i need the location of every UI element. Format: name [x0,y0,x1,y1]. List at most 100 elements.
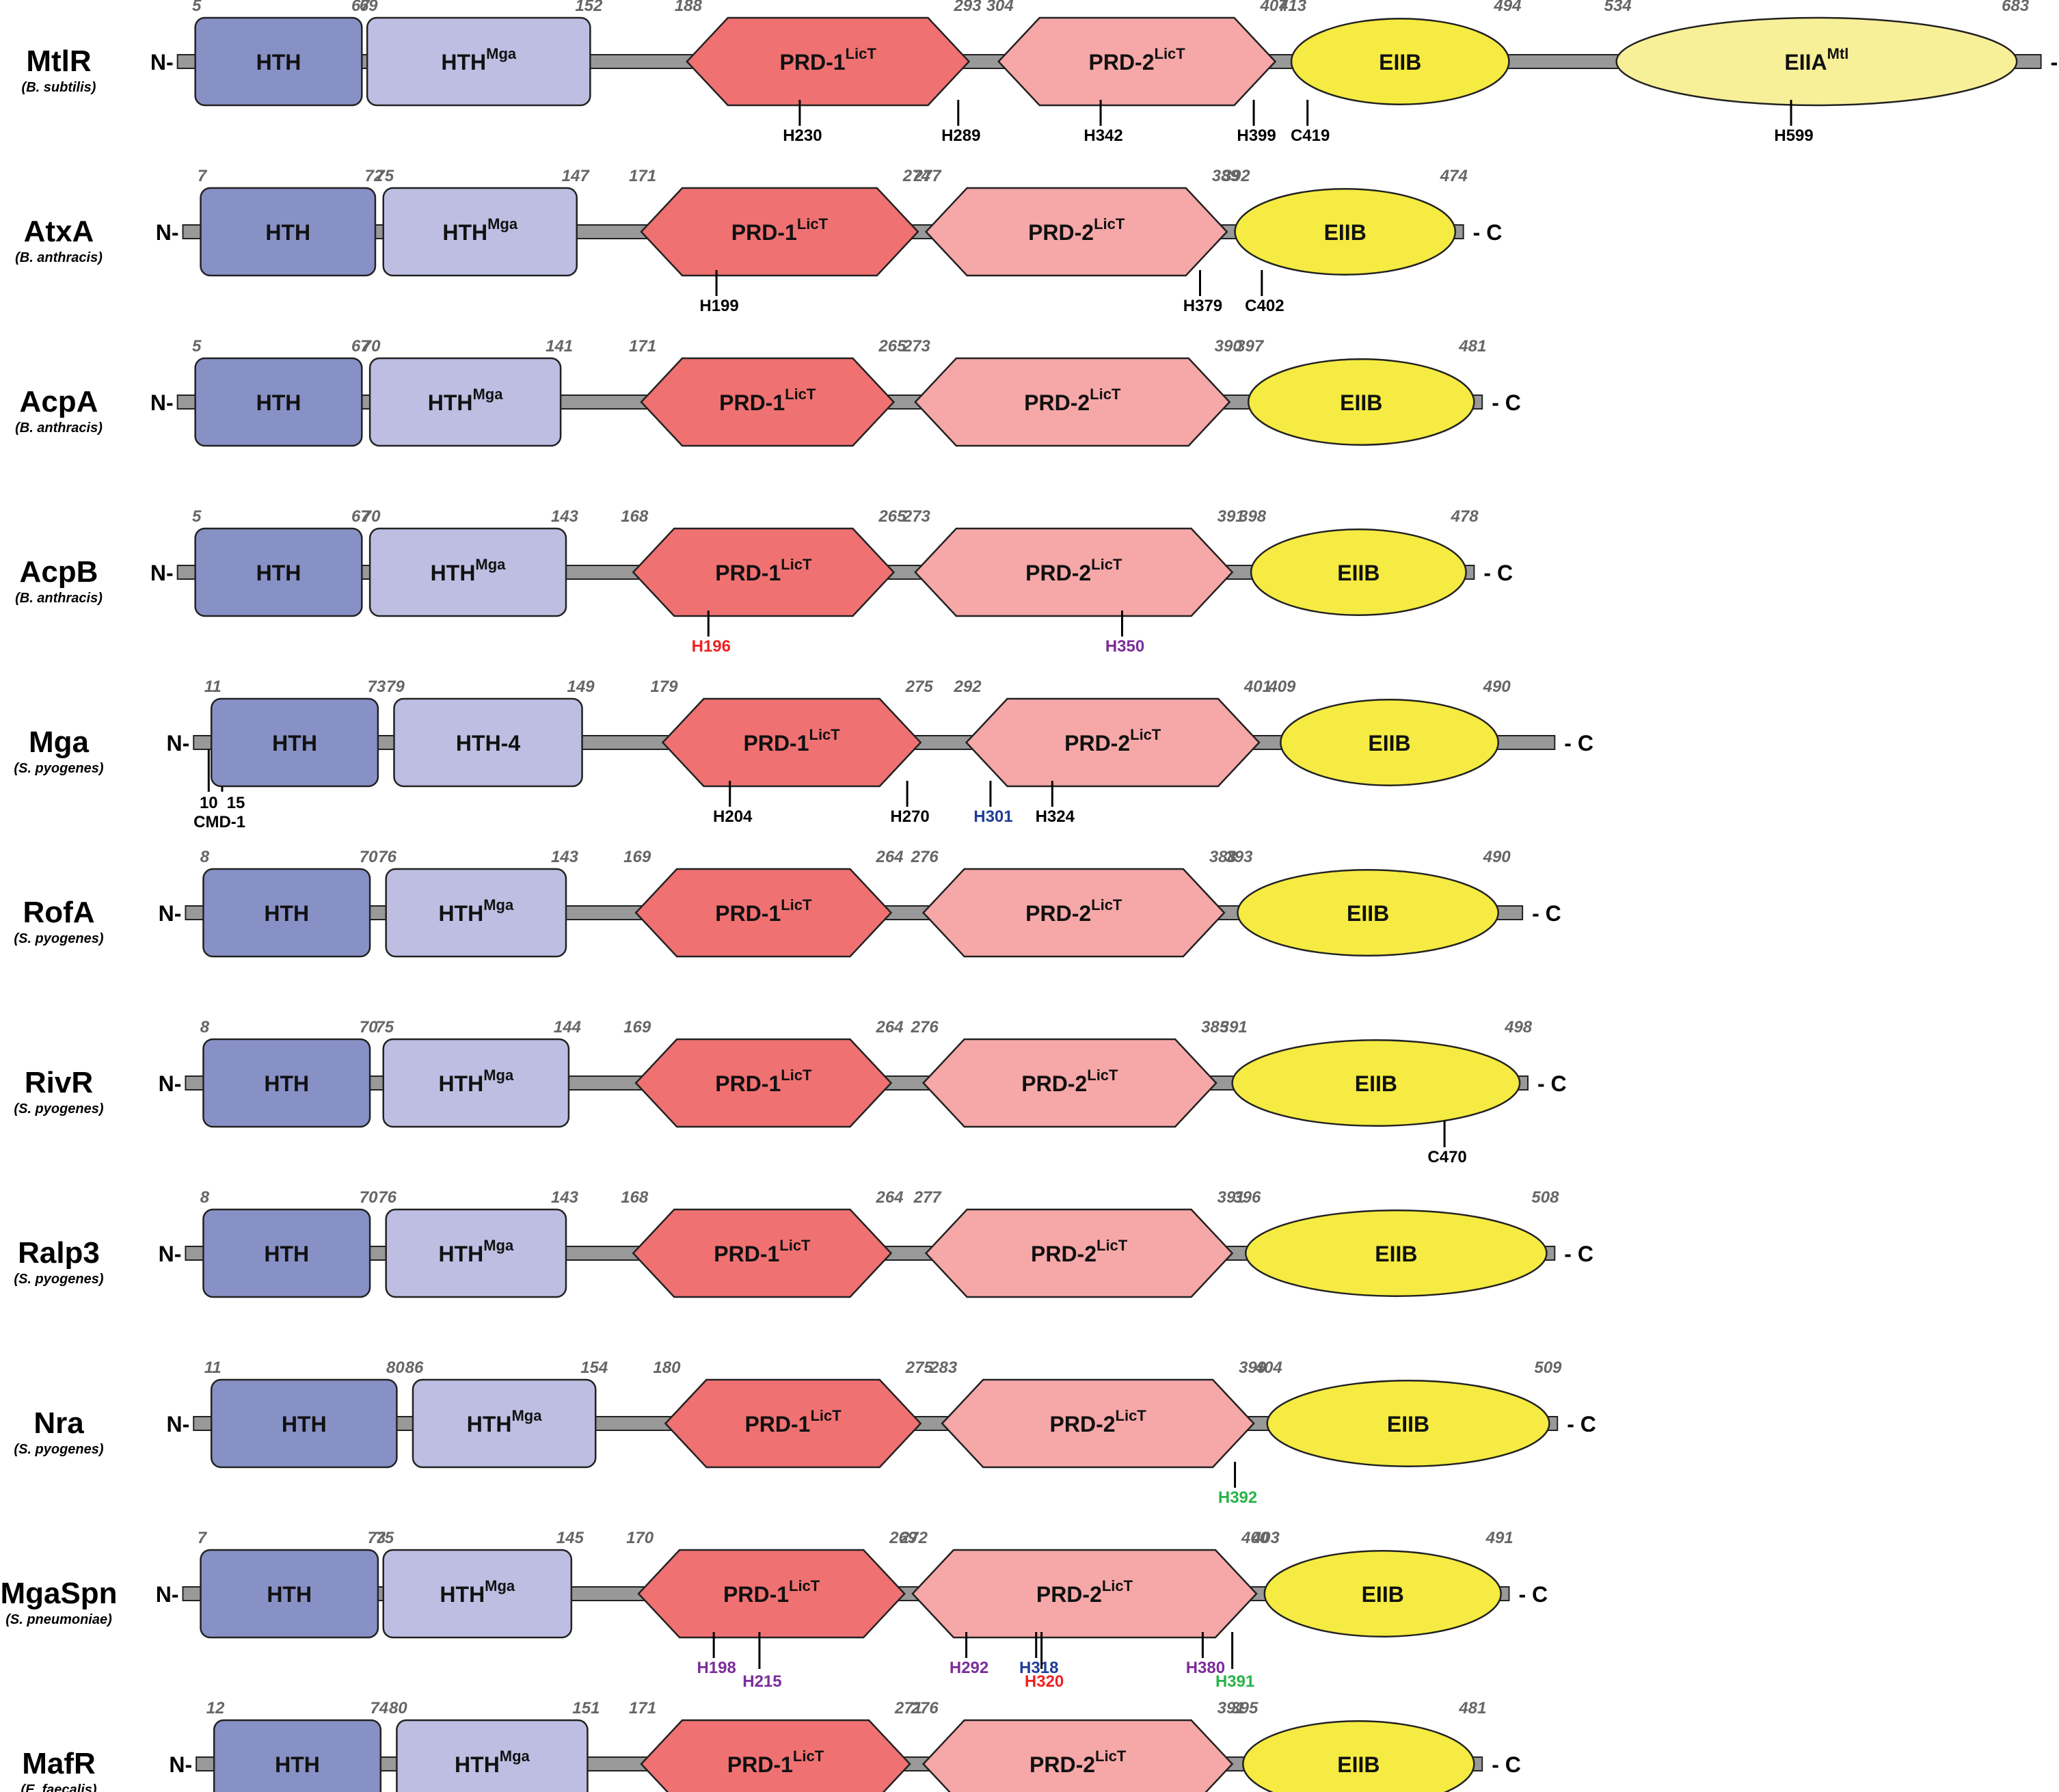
domain-start-number: 12 [206,1699,225,1717]
domain-start-number: 75 [375,1529,394,1547]
domain-label: HTHMga [467,1407,543,1436]
domain-label: HTH [272,731,317,755]
domain-end-number: 275 [905,678,934,696]
protein-name: MafR [22,1747,96,1780]
domain-end-number: 401 [1243,678,1271,696]
site-label: H196 [692,637,731,656]
domain-start-number: 276 [911,848,939,866]
protein-name: AtxA [24,215,94,248]
domain-eiib [1250,529,1467,616]
domain-start-number: 5 [192,0,202,15]
domain-end-number: 144 [554,1018,581,1037]
domain-prd1 [640,357,896,447]
domain-hth [202,868,371,958]
c-terminus-label: - C [1492,1752,1521,1777]
domain-end-number: 390 [1215,337,1243,356]
domain-eiia [1615,16,2018,107]
domain-start-number: 11 [204,678,221,696]
domain-label: HTH-4 [456,731,520,755]
domain-start-number: 409 [1267,678,1296,696]
domain-end-number: 269 [889,1529,917,1547]
domain-prd2 [924,1208,1234,1298]
protein-organism: (S. pyogenes) [14,1101,103,1116]
domain-eiib [1266,1380,1550,1467]
domain-prd2 [924,187,1228,277]
site-label: H289 [941,126,980,145]
domain-label: HTH [256,390,301,415]
domain-start-number: 8 [200,1188,210,1207]
domain-start-number: 396 [1233,1188,1261,1207]
domain-start-number: 272 [900,1529,928,1547]
domain-start-number: 86 [405,1359,424,1377]
domain-end-number: 74 [370,1699,388,1717]
site-label: H324 [1036,807,1075,826]
domain-start-number: 393 [1225,848,1253,866]
domain-end-number: 400 [1241,1529,1269,1547]
domain-label: PRD-2LicT [1036,1577,1133,1607]
domain-end-number: 145 [556,1529,584,1547]
domain-hth [200,1549,379,1639]
domain-end-number: 389 [1212,167,1240,185]
domain-start-number: 283 [929,1359,958,1377]
domain-prd1 [640,187,919,277]
domain-label: EIIB [1337,1752,1380,1777]
protein-name: RofA [23,896,94,929]
domain-label: HTH [256,561,301,585]
c-terminus-label: - C [1492,390,1521,415]
domain-end-number: 73 [368,1529,386,1547]
domain-label: PRD-2LicT [1021,1067,1118,1096]
domain-prd2 [921,868,1226,958]
domain-prd1 [686,16,971,107]
domain-label: PRD-1LicT [780,45,877,75]
c-terminus-label: - C [1564,731,1593,755]
domain-label: PRD-1LicT [727,1748,824,1777]
site-label: H380 [1186,1659,1225,1677]
domain-label: EIIB [1340,390,1382,415]
site-label: H198 [697,1659,736,1677]
protein-name: Mga [29,725,90,759]
domain-end-number: 293 [953,0,982,15]
n-terminus-label: N- [150,390,174,415]
domain-end-number: 481 [1458,1699,1486,1717]
protein-organism: (B. anthracis) [15,591,103,606]
domain-start-number: 5 [192,337,202,356]
site-label: H391 [1215,1672,1254,1691]
domain-label: HTH [275,1752,320,1777]
domain-label: EIIB [1368,731,1410,755]
domain-end-number: 264 [875,848,903,866]
domain-eiib [1237,869,1499,957]
domain-hth [213,1719,382,1792]
domain-start-number: 171 [629,1699,656,1717]
domain-end-number: 683 [2002,0,2030,15]
n-terminus-label: N- [150,561,174,585]
domain-end-number: 490 [1483,848,1511,866]
domain-hth2 [368,357,562,447]
domain-start-number: 70 [362,337,381,356]
domain-end-number: 143 [551,848,579,866]
domain-label: EIIB [1347,901,1389,926]
domain-end-number: 67 [351,507,371,526]
domain-hth2 [396,1719,589,1792]
domain-prd1 [661,697,922,788]
domain-start-number: 169 [623,848,651,866]
cmd-start-number: 10 [200,794,218,812]
domain-start-number: 7 [198,167,208,185]
domain-start-number: 404 [1254,1359,1282,1377]
domain-label: PRD-1LicT [715,896,812,926]
domain-eiib [1263,1550,1502,1637]
domain-prd2 [965,697,1261,788]
site-label: H199 [699,297,738,315]
domain-end-number: 509 [1534,1359,1562,1377]
domain-label: PRD-1LicT [719,386,816,415]
site-label: H599 [1774,126,1813,145]
domain-label: HTHMga [441,45,517,75]
cmd-end-number: 15 [227,794,245,812]
site-label: H399 [1237,126,1276,145]
protein-organism: (S. pyogenes) [14,1442,103,1457]
